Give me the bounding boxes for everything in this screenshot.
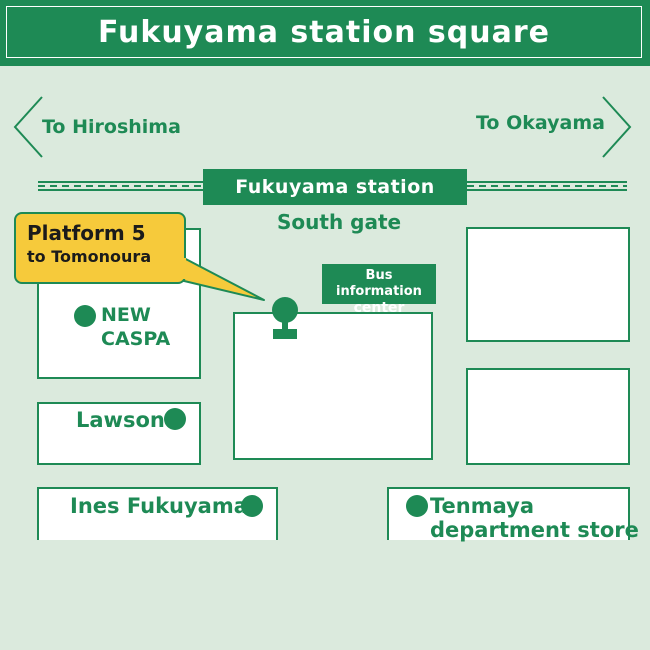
bus-info-line1: Bus information xyxy=(336,268,422,299)
bus-info-sign: Bus information center xyxy=(322,264,436,316)
map-title: Fukuyama station square xyxy=(98,14,550,50)
callout-seam xyxy=(178,258,186,279)
lawson-label: Lawson xyxy=(76,408,165,432)
tenmaya-label-line2: department store xyxy=(430,518,639,542)
railway-track xyxy=(38,181,627,191)
callout-platform: Platform 5 xyxy=(27,221,146,245)
platform-callout: Platform 5 to Tomonoura xyxy=(14,212,186,284)
chevron-right-icon xyxy=(602,96,632,158)
direction-left-label: To Hiroshima xyxy=(42,116,181,138)
gate-label: South gate xyxy=(277,210,402,234)
title-frame: Fukuyama station square xyxy=(6,6,642,58)
bus-info-line2: center xyxy=(353,300,405,316)
bus-terminal-area xyxy=(233,312,433,460)
lawson-marker xyxy=(164,408,186,430)
building-ines-fukuyama xyxy=(37,487,278,540)
tenmaya-label-line1: Tenmaya xyxy=(430,494,534,518)
ines-fukuyama-label: Ines Fukuyama xyxy=(70,494,248,518)
building-right-upper xyxy=(466,227,630,342)
building-tenmaya xyxy=(387,487,630,540)
chevron-left-icon xyxy=(13,96,43,158)
tenmaya-marker xyxy=(406,495,428,517)
direction-right-label: To Okayama xyxy=(476,112,605,134)
new-caspa-label-line2: CASPA xyxy=(101,328,171,350)
callout-destination: to Tomonoura xyxy=(27,247,152,266)
station-sign: Fukuyama station xyxy=(203,169,467,205)
ines-fukuyama-marker xyxy=(241,495,263,517)
building-right-middle xyxy=(466,368,630,465)
title-bar: Fukuyama station square xyxy=(0,0,650,66)
new-caspa-marker xyxy=(74,305,96,327)
new-caspa-label-line1: NEW xyxy=(101,304,151,326)
